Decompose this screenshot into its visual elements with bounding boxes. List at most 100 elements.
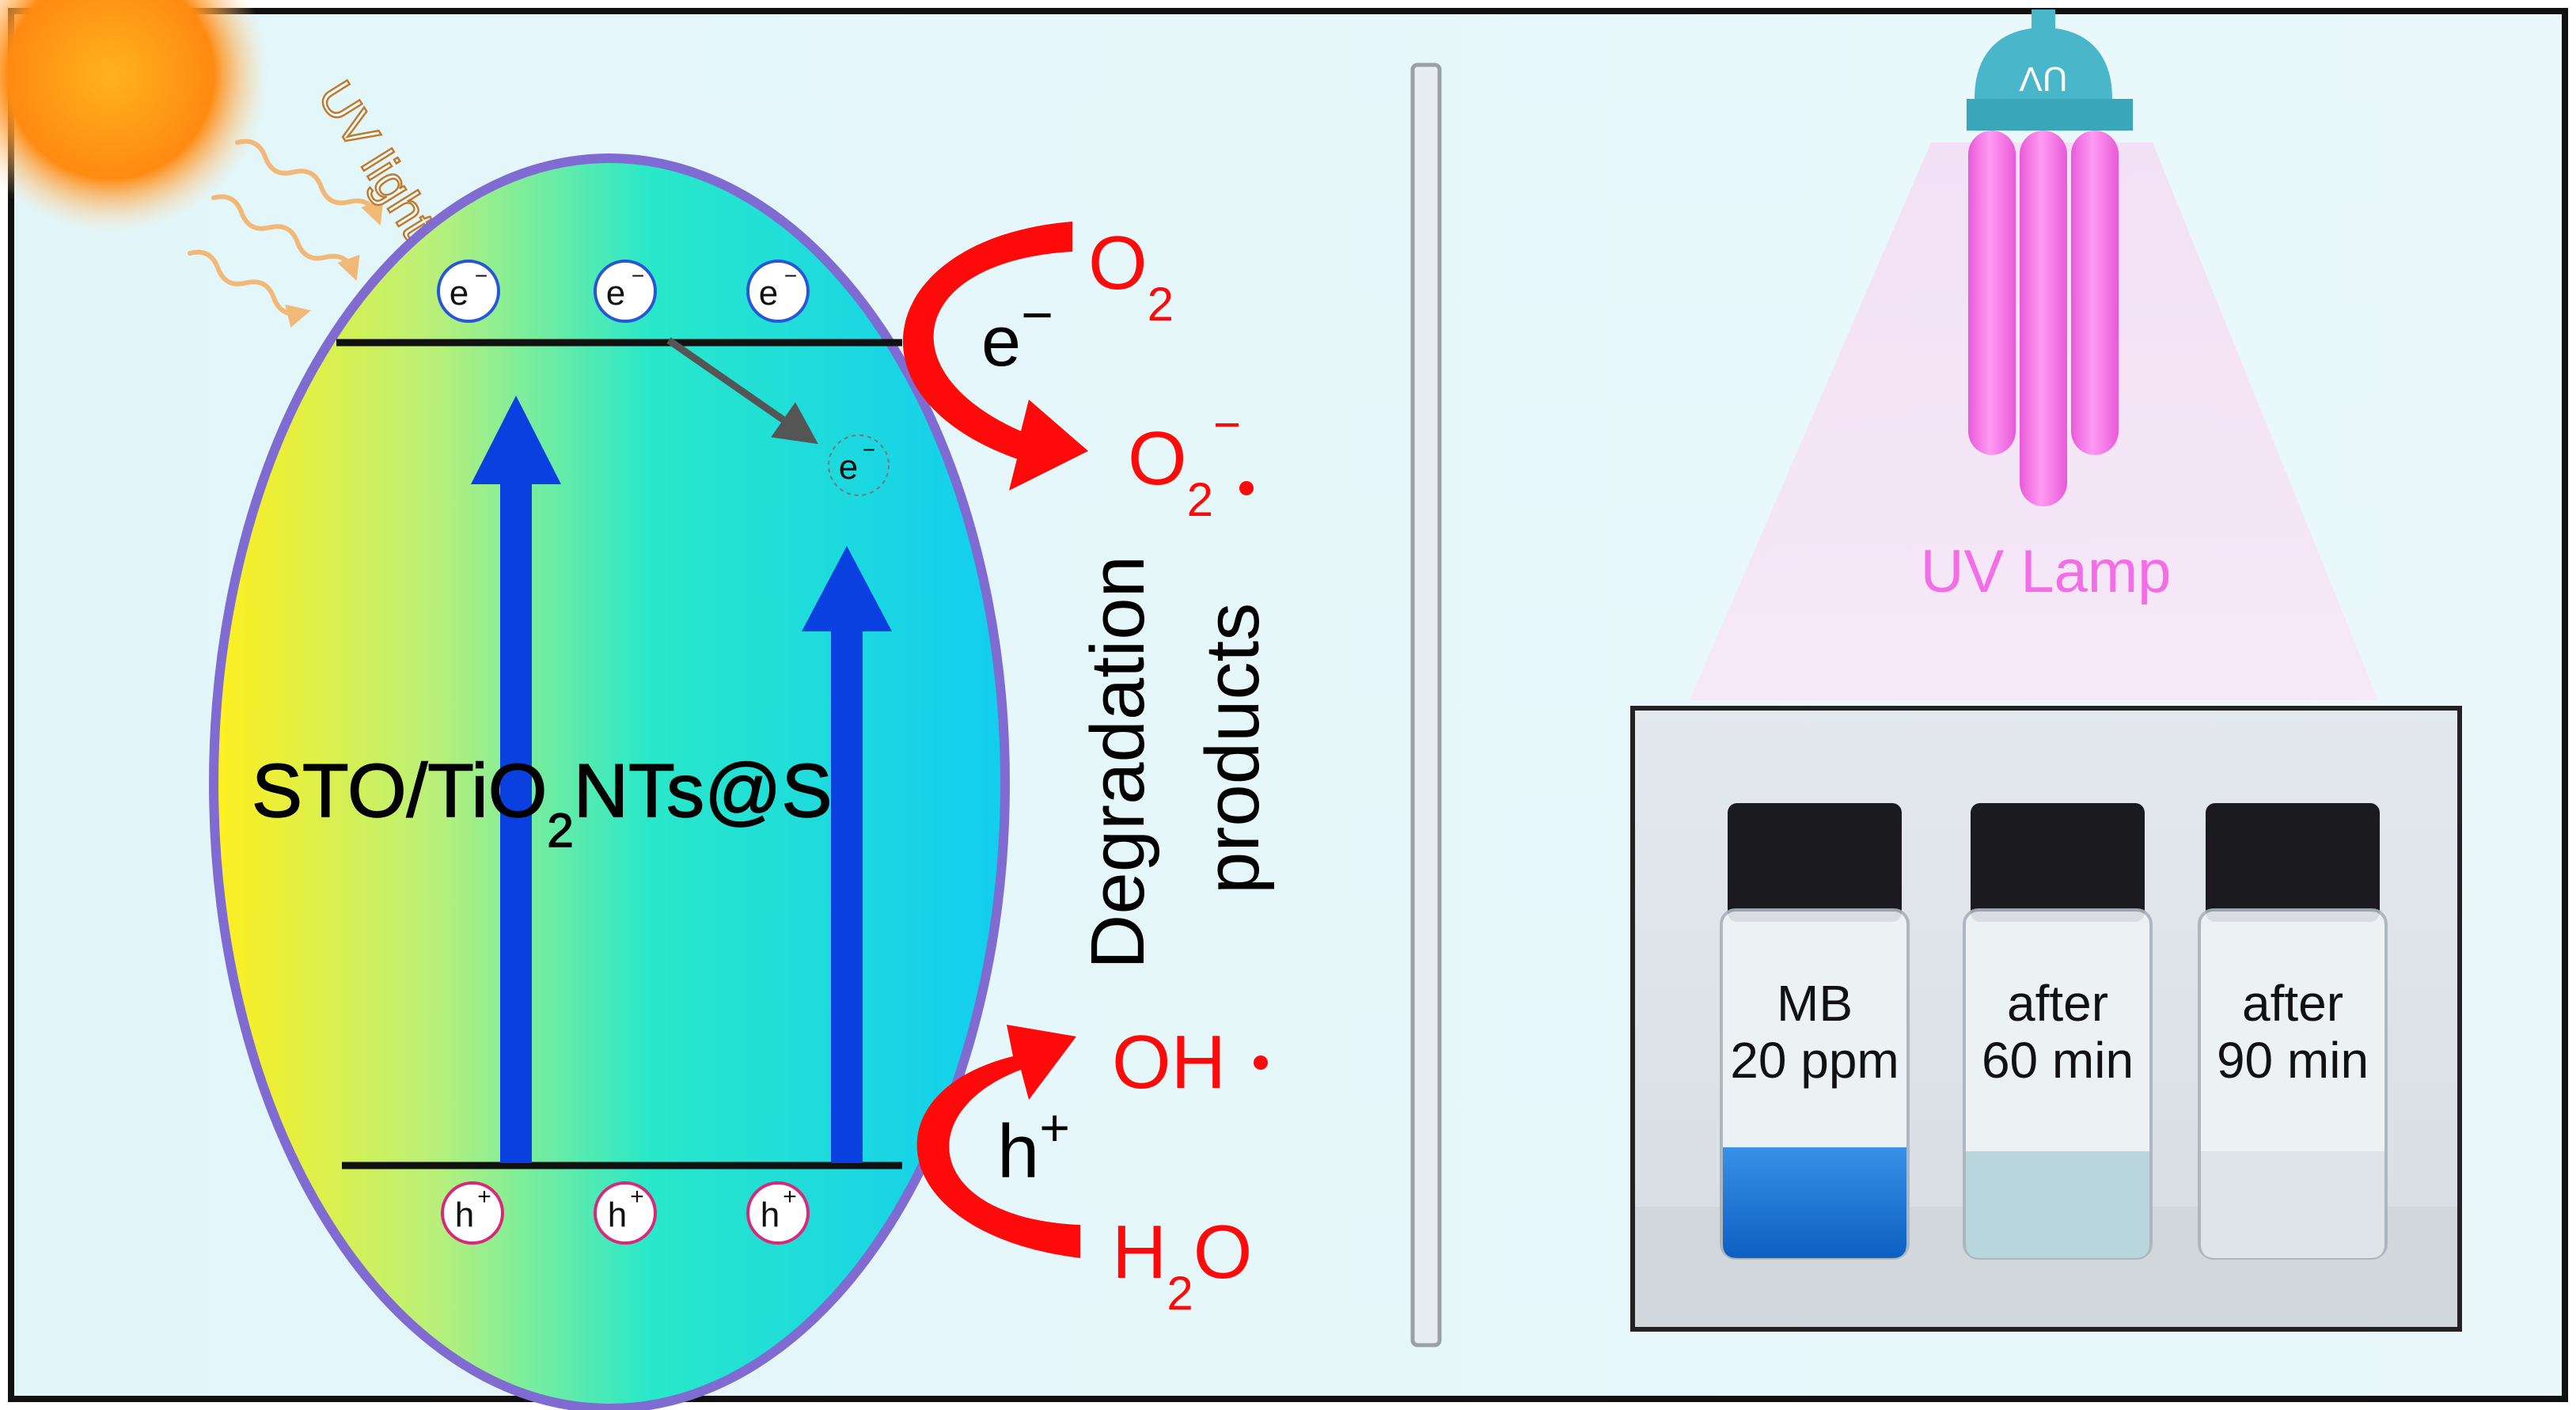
vial-cap — [2206, 803, 2380, 922]
product-superoxide-sub: 2 — [1187, 473, 1213, 526]
electron-symbol: e — [759, 274, 778, 313]
vial-2: after 60 min — [1963, 803, 2153, 1260]
oxidation-carrier-symbol: h — [997, 1109, 1039, 1194]
oxidation-arrow-shape — [916, 1025, 1080, 1258]
hole-1: h + — [441, 1181, 504, 1245]
panel-divider — [1410, 63, 1442, 1347]
vial-label-line2: 90 min — [2217, 1032, 2369, 1089]
hole-symbol: h — [455, 1196, 474, 1234]
trapped-electron-circle — [828, 434, 890, 496]
vial-label-line1: after — [2007, 975, 2108, 1032]
reduction-carrier: e− — [981, 284, 1053, 381]
reactant-water-symbol: H — [1112, 1210, 1167, 1294]
material-label-suffix: NTs@S — [574, 749, 833, 833]
hole-charge: + — [477, 1184, 491, 1210]
hole-symbol: h — [761, 1196, 780, 1234]
lamp-cap-text: UV — [2019, 59, 2068, 98]
electron-symbol: e — [450, 274, 469, 313]
material-label: STO/TiO2NTs@S — [252, 749, 833, 857]
vial-label-line2: 20 ppm — [1730, 1032, 1899, 1089]
electron-charge: − — [475, 263, 488, 288]
electron-3: e − — [746, 260, 810, 323]
vial-liquid — [2201, 1151, 2384, 1258]
hole-charge: + — [783, 1184, 797, 1210]
reactant-o2-symbol: O — [1088, 221, 1148, 305]
hole-circle — [594, 1181, 657, 1245]
degradation-label-line1: Degradation — [1076, 555, 1160, 969]
oxidation-carrier-charge: + — [1039, 1098, 1070, 1157]
oxidation-arrow — [916, 1025, 1080, 1258]
electron-charge: − — [632, 263, 644, 288]
reduction-arrow-shape — [902, 222, 1088, 491]
degradation-label-line2: products — [1190, 603, 1275, 894]
product-superoxide-symbol: O — [1128, 416, 1187, 501]
hole-3: h + — [746, 1181, 810, 1245]
electron-symbol: e — [606, 274, 625, 313]
reactant-water-suffix: O — [1193, 1210, 1253, 1294]
semiconductor-particle — [209, 154, 1010, 1410]
material-label-prefix: STO/TiO — [252, 749, 547, 833]
vial-cap — [1971, 803, 2145, 922]
excitation-arrow-2 — [802, 546, 892, 1163]
electron-circle — [594, 260, 657, 323]
hole-symbol: h — [608, 1196, 627, 1234]
outer-border — [8, 8, 2568, 1402]
product-hydroxyl: OH — [1112, 1020, 1226, 1105]
vial-3: after 90 min — [2198, 803, 2388, 1260]
electron-circle — [746, 260, 810, 323]
radical-dot — [1254, 1056, 1268, 1070]
uv-lamp-icon: UV — [1967, 9, 2133, 506]
radical-dot — [1239, 481, 1254, 495]
reactant-o2: O2 — [1088, 221, 1174, 331]
oxidation-carrier: h+ — [997, 1098, 1070, 1194]
electron-circle — [437, 260, 500, 323]
hole-circle — [746, 1181, 810, 1245]
uv-ray-1 — [235, 138, 384, 226]
electron-1: e − — [437, 260, 500, 323]
vial-photo: MB 20 ppm after 60 min after 90 min — [1630, 706, 2462, 1332]
arrow-shaft — [500, 475, 532, 1163]
sun-icon — [0, 0, 269, 233]
uv-rays — [188, 138, 384, 328]
vial-liquid — [1966, 1151, 2149, 1258]
lamp-tube-right — [2071, 131, 2119, 455]
vial-label-line1: MB — [1777, 975, 1853, 1032]
electron-charge: − — [784, 263, 797, 288]
right-panel: UV UV Lamp MB 20 ppm af — [1630, 9, 2462, 1332]
reduction-arrow — [902, 222, 1088, 491]
hole-charge: + — [630, 1184, 644, 1210]
lamp-tube-left — [1968, 131, 2016, 455]
uv-ray-2 — [211, 194, 360, 282]
uv-ray-3 — [188, 249, 311, 328]
vial-cap — [1728, 803, 1902, 922]
product-superoxide-charge: − — [1213, 398, 1241, 451]
arrow-shaft — [831, 625, 863, 1163]
material-label-sub: 2 — [547, 804, 573, 857]
vial-label-line1: after — [2242, 975, 2343, 1032]
product-superoxide: O2− — [1128, 398, 1241, 526]
electron-charge: − — [863, 438, 875, 462]
reactant-o2-sub: 2 — [1148, 278, 1174, 331]
hole-2: h + — [594, 1181, 657, 1245]
uv-lamp-label: UV Lamp — [1921, 538, 2172, 605]
excitation-arrow-1 — [471, 396, 561, 1163]
lamp-base — [1967, 99, 2133, 131]
lamp-tube-center — [2020, 131, 2067, 506]
reduction-carrier-symbol: e — [981, 302, 1021, 381]
vial-label-line2: 60 min — [1982, 1032, 2134, 1089]
hole-circle — [441, 1181, 504, 1245]
reduction-carrier-charge: − — [1021, 284, 1053, 346]
reactant-water-sub: 2 — [1167, 1267, 1193, 1320]
lamp-cap — [1975, 28, 2112, 99]
trapped-electron: e − — [828, 434, 890, 496]
reactant-water: H2O — [1112, 1210, 1252, 1320]
arrow-head — [471, 396, 561, 484]
vial-1: MB 20 ppm — [1720, 803, 1910, 1260]
electron-transfer-arrow — [666, 337, 818, 445]
vial-liquid — [1723, 1147, 1906, 1258]
electron-symbol: e — [839, 448, 858, 487]
arrow-head — [802, 546, 892, 631]
electron-2: e − — [594, 260, 657, 323]
